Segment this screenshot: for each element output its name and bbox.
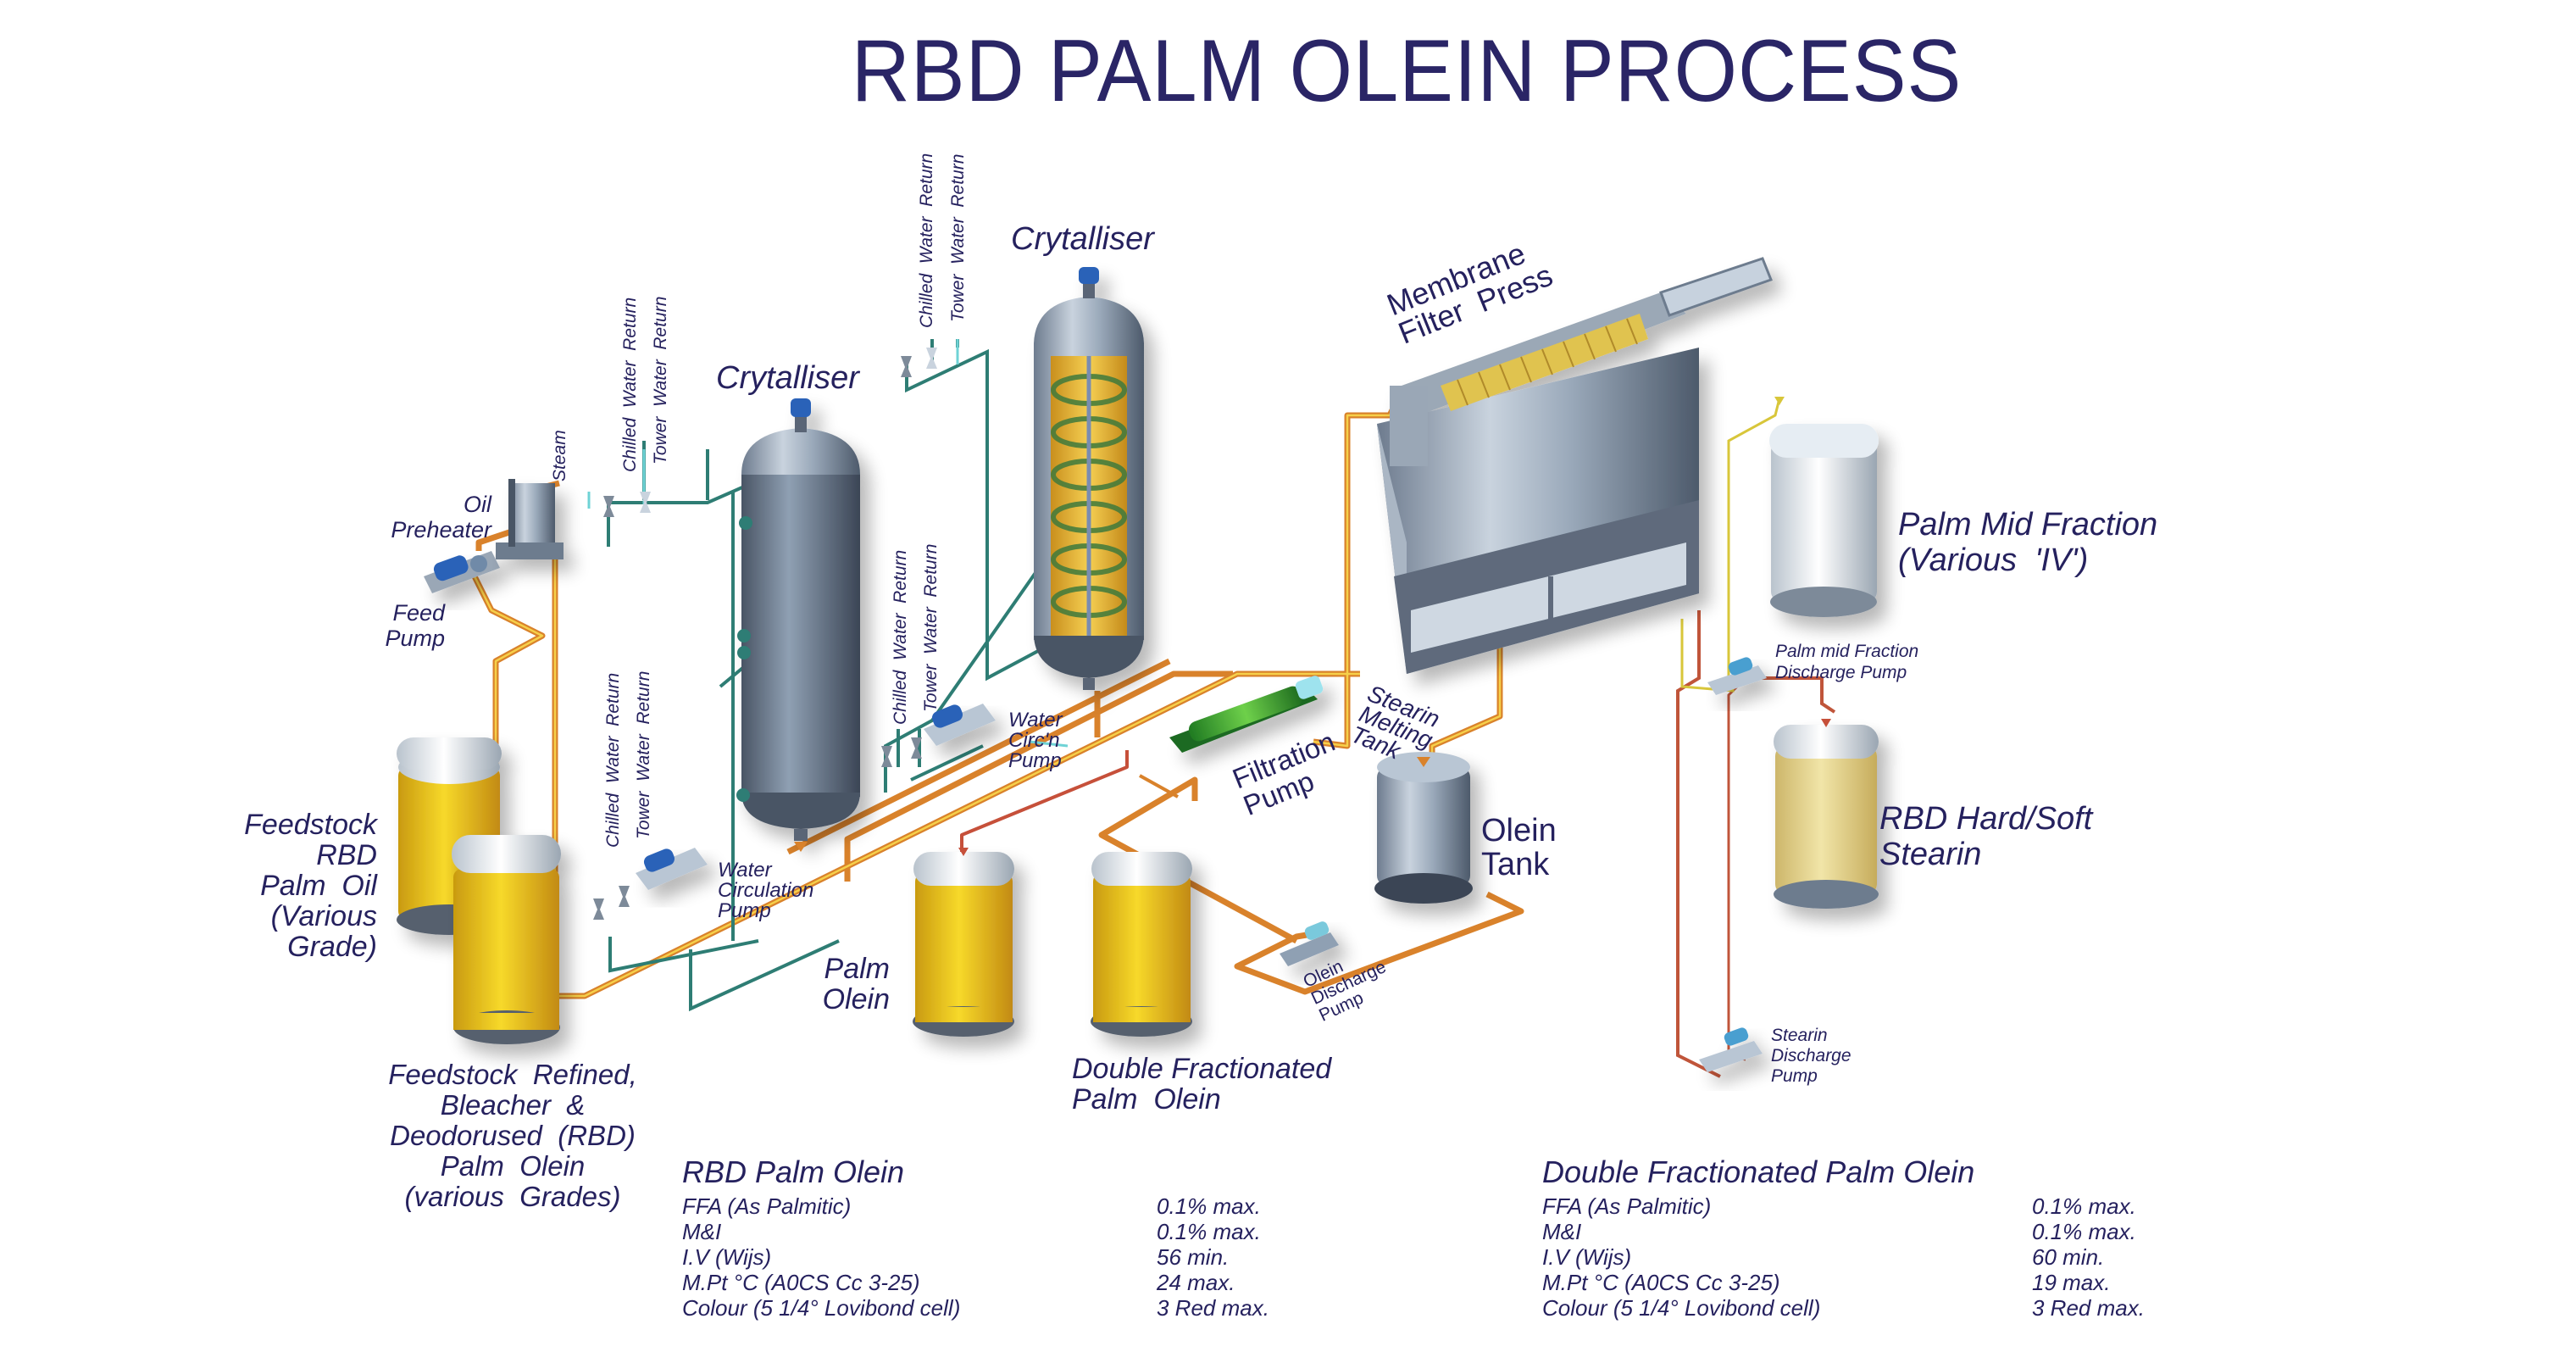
valves: [593, 348, 937, 920]
spec-value: 0.1% max.: [2032, 1193, 2136, 1219]
label-steam: Steam: [550, 430, 569, 481]
spec-param: M.Pt °C (A0CS Cc 3-25): [682, 1270, 920, 1295]
flow-arrows: [794, 397, 1831, 856]
feedstock-tank-2: [452, 835, 561, 1044]
label-palm-mid-fraction-pump: Palm mid Fraction Discharge Pump: [1775, 642, 1919, 682]
label-water-circn-pump: Water Circ'n Pump: [1008, 709, 1063, 772]
spec-param: M&I: [1542, 1219, 1582, 1244]
label-tower-water-return-1: Tower Water Return: [651, 296, 670, 465]
spec-value: 0.1% max.: [1157, 1219, 1261, 1244]
label-olein-tank: Olein Tank: [1481, 813, 1557, 882]
stearin-discharge-pump-art: [1699, 1027, 1763, 1072]
label-crystalliser-2: Crytalliser: [1011, 221, 1154, 257]
spec-row: FFA (As Palmitic) 0.1% max.: [1542, 1193, 2201, 1219]
spec-param: FFA (As Palmitic): [1542, 1193, 1712, 1219]
spec-value: 19 max.: [2032, 1270, 2111, 1295]
water-circulation-pump-art: [636, 848, 708, 890]
pipe-crystalliser-link: [786, 658, 1171, 855]
page-title: RBD PALM OLEIN PROCESS: [113, 27, 2483, 115]
palm-mid-fraction-tank-art: [1769, 424, 1879, 617]
spec-row: M.Pt °C (A0CS Cc 3-25) 24 max.: [682, 1270, 1326, 1295]
spec-param: M&I: [682, 1219, 722, 1244]
olein-discharge-pump-art: [1280, 921, 1339, 966]
spec-row: I.V (Wijs) 60 min.: [1542, 1244, 2201, 1270]
label-crystalliser-1: Crytalliser: [716, 360, 859, 396]
spec-value: 3 Red max.: [2032, 1295, 2145, 1321]
spec-param: Colour (5 1/4° Lovibond cell): [682, 1295, 961, 1321]
label-tower-water-return-3: Tower Water Return: [634, 670, 653, 839]
label-stearin-discharge-pump: Stearin Discharge Pump: [1771, 1026, 1852, 1086]
spec-row: Colour (5 1/4° Lovibond cell) 3 Red max.: [682, 1295, 1326, 1321]
stearin-tank-art: [1774, 725, 1879, 909]
mid-fraction-pump-art: [1707, 657, 1767, 695]
double-fractionated-tank-art: [1091, 852, 1192, 1037]
spec-value: 0.1% max.: [1157, 1193, 1261, 1219]
olein-tank-art: [1374, 752, 1473, 904]
label-feedstock-rbd-palm-olein: Feedstock Refined, Bleacher & Deodorused…: [388, 1059, 637, 1212]
spec-value: 24 max.: [1157, 1270, 1235, 1295]
pipe-to-palm-olein: [960, 750, 1129, 856]
spec-param: I.V (Wijs): [1542, 1244, 1632, 1270]
pipe-olein-discharge: [1234, 891, 1524, 995]
membrane-filter-press-art: [1377, 257, 1773, 674]
palm-olein-tank-art: [913, 852, 1014, 1037]
feed-pump-art: [424, 551, 500, 593]
spec-param: M.Pt °C (A0CS Cc 3-25): [1542, 1270, 1780, 1295]
spec-table-rbd-palm-olein: RBD Palm Olein FFA (As Palmitic) 0.1% max…: [682, 1154, 1326, 1321]
spec-row: Colour (5 1/4° Lovibond cell) 3 Red max.: [1542, 1295, 2201, 1321]
label-palm-mid-fraction: Palm Mid Fraction (Various 'IV'): [1898, 507, 2158, 578]
spec-param: Colour (5 1/4° Lovibond cell): [1542, 1295, 1821, 1321]
spec-param: I.V (Wijs): [682, 1244, 772, 1270]
label-chilled-water-return-3: Chilled Water Return: [603, 672, 623, 848]
spec-value: 56 min.: [1157, 1244, 1230, 1270]
spec-title: Double Fractionated Palm Olein: [1542, 1154, 1975, 1189]
label-rbd-stearin: RBD Hard/Soft Stearin: [1879, 801, 2093, 872]
label-feed-pump: Feed Pump: [385, 600, 445, 651]
label-chilled-water-return-1: Chilled Water Return: [620, 297, 640, 472]
label-tower-water-return-4: Tower Water Return: [921, 543, 941, 712]
spec-table-double-fractionated: Double Fractionated Palm Olein FFA (As P…: [1542, 1154, 2201, 1321]
spec-title: RBD Palm Olein: [682, 1154, 905, 1189]
oil-preheater-art: [496, 479, 564, 559]
pipe-to-double-fractionated: [1098, 776, 1298, 944]
crystalliser-2-art: [1034, 267, 1144, 690]
label-oil-preheater: Oil Preheater: [391, 492, 491, 542]
crystalliser-1-art: [736, 398, 860, 841]
label-tower-water-return-2: Tower Water Return: [948, 153, 968, 322]
spec-value: 3 Red max.: [1157, 1295, 1269, 1321]
label-chilled-water-return-4: Chilled Water Return: [891, 549, 910, 725]
filtration-pump-art: [1169, 676, 1324, 753]
spec-row: I.V (Wijs) 56 min.: [682, 1244, 1326, 1270]
spec-param: FFA (As Palmitic): [682, 1193, 852, 1219]
label-chilled-water-return-2: Chilled Water Return: [917, 153, 936, 328]
water-circn-pump-art: [924, 704, 996, 746]
spec-value: 0.1% max.: [2032, 1219, 2136, 1244]
spec-row: M&I 0.1% max.: [682, 1219, 1326, 1244]
label-feedstock-rbd-palm-oil: Feedstock RBD Palm Oil (Various Grade): [244, 809, 377, 963]
label-double-fractionated: Double Fractionated Palm Olein: [1072, 1053, 1332, 1115]
spec-row: M&I 0.1% max.: [1542, 1219, 2201, 1244]
spec-row: M.Pt °C (A0CS Cc 3-25) 19 max.: [1542, 1270, 2201, 1295]
pipe-crystalliser-1-out: [844, 670, 1233, 882]
label-water-circulation-pump: Water Circulation Pump: [718, 859, 814, 922]
title-text: RBD PALM OLEIN PROCESS: [851, 22, 1963, 120]
spec-value: 60 min.: [2032, 1244, 2105, 1270]
spec-row: FFA (As Palmitic) 0.1% max.: [682, 1193, 1326, 1219]
label-palm-olein: Palm Olein: [822, 953, 890, 1015]
